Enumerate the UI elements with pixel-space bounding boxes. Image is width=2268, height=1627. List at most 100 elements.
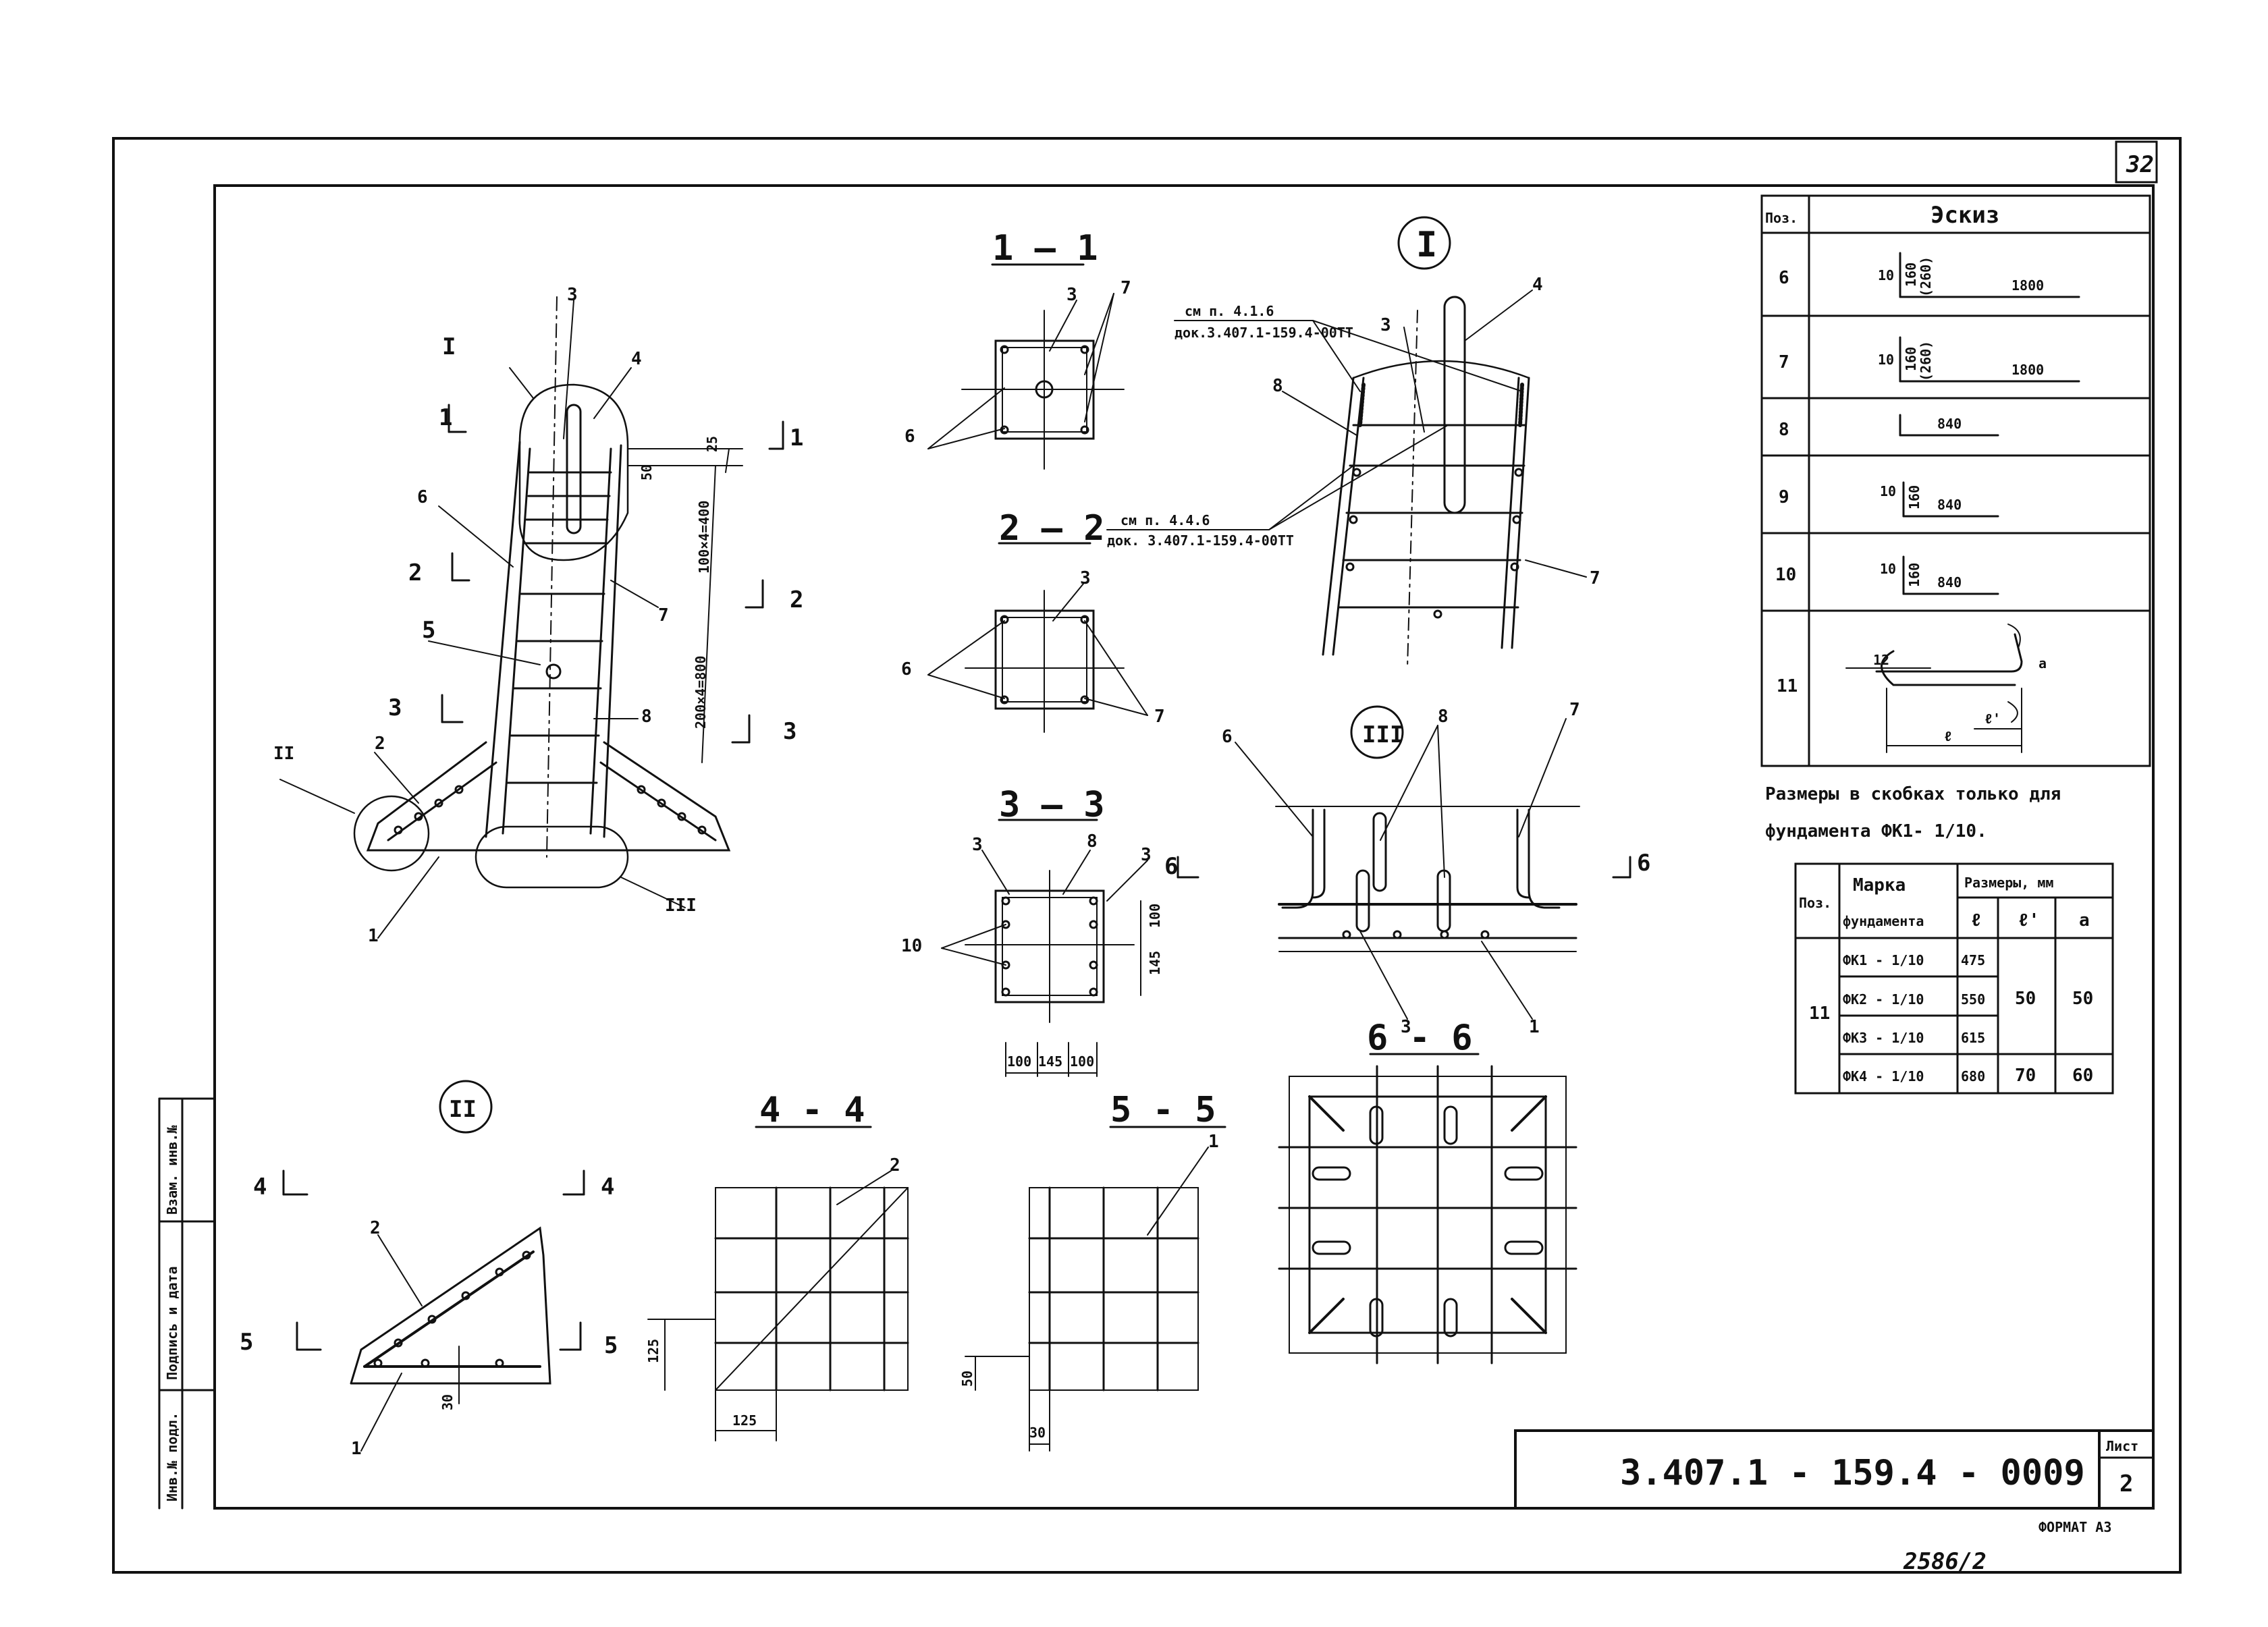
node-II-detail <box>282 1080 585 1452</box>
main-cut-1-left: 1 <box>439 404 452 431</box>
node-II-dim-30: 30 <box>439 1394 456 1410</box>
size-table-mark: ФК4 - 1/10 <box>1843 1068 1924 1084</box>
section-1-1-title: 1 — 1 <box>992 228 1098 269</box>
node-II-cut-5-right: 5 <box>604 1332 618 1359</box>
sketch-table-header-pos: Поз. <box>1765 210 1798 226</box>
node-I-pos-4: 4 <box>1532 275 1543 295</box>
sec3-dim-100-a: 100 <box>1007 1053 1031 1070</box>
sketch-row-length: 840 <box>1937 416 1962 432</box>
sketch-row-pos: 11 <box>1777 676 1798 696</box>
side-stamp-label: Взам. инв.№ <box>164 1125 180 1215</box>
main-node-label-III: III <box>665 895 697 916</box>
main-node-label-I: I <box>442 333 456 360</box>
node-I-ref2-line1: см п. 4.4.6 <box>1120 512 1210 528</box>
sketch-row-length: 1800 <box>2012 362 2044 378</box>
stamp-number: 2586/2 <box>1903 1548 1987 1575</box>
size-table-header-pos: Поз. <box>1799 895 1831 911</box>
sec2-pos-6: 6 <box>901 659 912 680</box>
sec2-pos-3: 3 <box>1080 568 1091 588</box>
size-table-header-a: a <box>2079 910 2090 931</box>
sketch-row-dim: 12 <box>1873 652 1889 668</box>
document-code: 3.407.1 - 159.4 - 0009 <box>1620 1453 2085 1493</box>
node-I-ref1-line1: см п. 4.1.6 <box>1185 303 1274 319</box>
main-pos-7: 7 <box>658 605 669 626</box>
section-6-6 <box>1278 1053 1577 1364</box>
node-II-cut-4-right: 4 <box>601 1174 614 1201</box>
node-II-pos-1: 1 <box>351 1439 362 1459</box>
size-table-header-sizes: Размеры, мм <box>1964 875 2053 891</box>
sec1-pos-3: 3 <box>1066 285 1077 305</box>
sketch-row-length: 840 <box>1937 497 1962 513</box>
format-label: ФОРМАТ А3 <box>2039 1519 2111 1535</box>
section-6-6-title: 6 - 6 <box>1367 1018 1473 1058</box>
main-pos-4: 4 <box>631 349 642 369</box>
main-pos-3: 3 <box>567 285 578 305</box>
sheet-frame <box>112 137 2182 1574</box>
size-table-a-last: 60 <box>2072 1066 2093 1086</box>
size-table-l1-group: 50 <box>2015 989 2036 1009</box>
node-II-cut-5-left: 5 <box>240 1329 253 1356</box>
node-III-pos-3: 3 <box>1401 1017 1411 1037</box>
size-table-mark: ФК2 - 1/10 <box>1843 991 1924 1008</box>
sec4-dim-125-h: 125 <box>732 1412 757 1429</box>
main-dim-50: 50 <box>639 464 655 480</box>
sec3-dim-100-v: 100 <box>1147 904 1163 928</box>
sketch-row-dim: 10 <box>1878 352 1894 368</box>
note-line-1: Размеры в скобках только для <box>1765 784 2061 804</box>
sketch-row-length: 840 <box>1937 574 1962 590</box>
sec3-pos-8: 8 <box>1087 831 1098 852</box>
size-table-pos: 11 <box>1809 1003 1830 1024</box>
sec5-dim-50: 50 <box>959 1371 975 1387</box>
size-table-l: 615 <box>1961 1030 1985 1046</box>
sketch-row-pos: 7 <box>1779 352 1789 373</box>
main-pos-2: 2 <box>375 734 385 754</box>
title-block <box>1514 1429 2155 1510</box>
size-table-header-l1: ℓ' <box>2018 910 2039 931</box>
main-dim-25: 25 <box>704 436 720 452</box>
section-1-1 <box>927 263 1125 470</box>
foundation-main-view <box>279 296 784 939</box>
node-II-cut-4-left: 4 <box>253 1174 267 1201</box>
main-dim-100x4: 100×4=400 <box>696 501 712 574</box>
sketch-row-pos: 8 <box>1779 420 1789 440</box>
sketch-row-dim: 10 <box>1878 267 1894 283</box>
node-I-ref2-line2: док. 3.407.1-159.4-00ТТ <box>1107 532 1294 549</box>
sketch-row-dim: 10 <box>1880 483 1896 499</box>
node-II-pos-2: 2 <box>370 1218 381 1238</box>
node-III-detail <box>1177 705 1631 1020</box>
sec1-pos-6: 6 <box>905 426 915 447</box>
main-pos-1: 1 <box>368 926 379 946</box>
sec2-pos-7: 7 <box>1154 707 1165 727</box>
sec3-pos-3-left: 3 <box>972 835 983 855</box>
sec5-pos-1: 1 <box>1208 1132 1219 1152</box>
sketch-row-dim: 160 <box>1903 263 1919 287</box>
size-table-l: 680 <box>1961 1068 1985 1084</box>
side-stamp-label: Подпись и дата <box>164 1266 180 1380</box>
sec4-dim-125-v: 125 <box>645 1339 662 1363</box>
sec3-dim-100-b: 100 <box>1070 1053 1094 1070</box>
size-table-header-l: ℓ <box>1971 910 1982 931</box>
sec3-pos-10: 10 <box>901 936 922 956</box>
sketch-row-dim: 160 <box>1903 347 1919 371</box>
size-table-header-mark-1: Марка <box>1853 875 1906 895</box>
size-table-a-group: 50 <box>2072 989 2093 1009</box>
sketch-row-dim: (260) <box>1918 341 1934 381</box>
section-3-3-title: 3 — 3 <box>999 785 1105 825</box>
main-pos-6: 6 <box>417 487 428 507</box>
main-dim-200x4: 200×4=800 <box>693 656 709 729</box>
sec5-dim-30: 30 <box>1029 1425 1046 1441</box>
sketch-row-dim: ℓ' <box>1985 711 2001 727</box>
main-cut-3-right: 3 <box>783 718 796 745</box>
main-cut-3-left: 3 <box>388 694 402 721</box>
main-pos-8: 8 <box>641 707 652 727</box>
size-table-mark: ФК3 - 1/10 <box>1843 1030 1924 1046</box>
node-I-ref1-line2: док.3.407.1-159.4-00ТТ <box>1174 325 1353 341</box>
sec3-dim-145-v: 145 <box>1147 951 1163 975</box>
sketch-row-dim: 160 <box>1906 563 1922 587</box>
section-4-4-title: 4 - 4 <box>759 1090 865 1130</box>
main-cut-1-right: 1 <box>790 424 803 451</box>
node-II-title: II <box>449 1096 477 1123</box>
sec4-pos-2: 2 <box>890 1155 900 1176</box>
size-table-l1-last: 70 <box>2015 1066 2036 1086</box>
sketch-table <box>1760 194 2151 767</box>
